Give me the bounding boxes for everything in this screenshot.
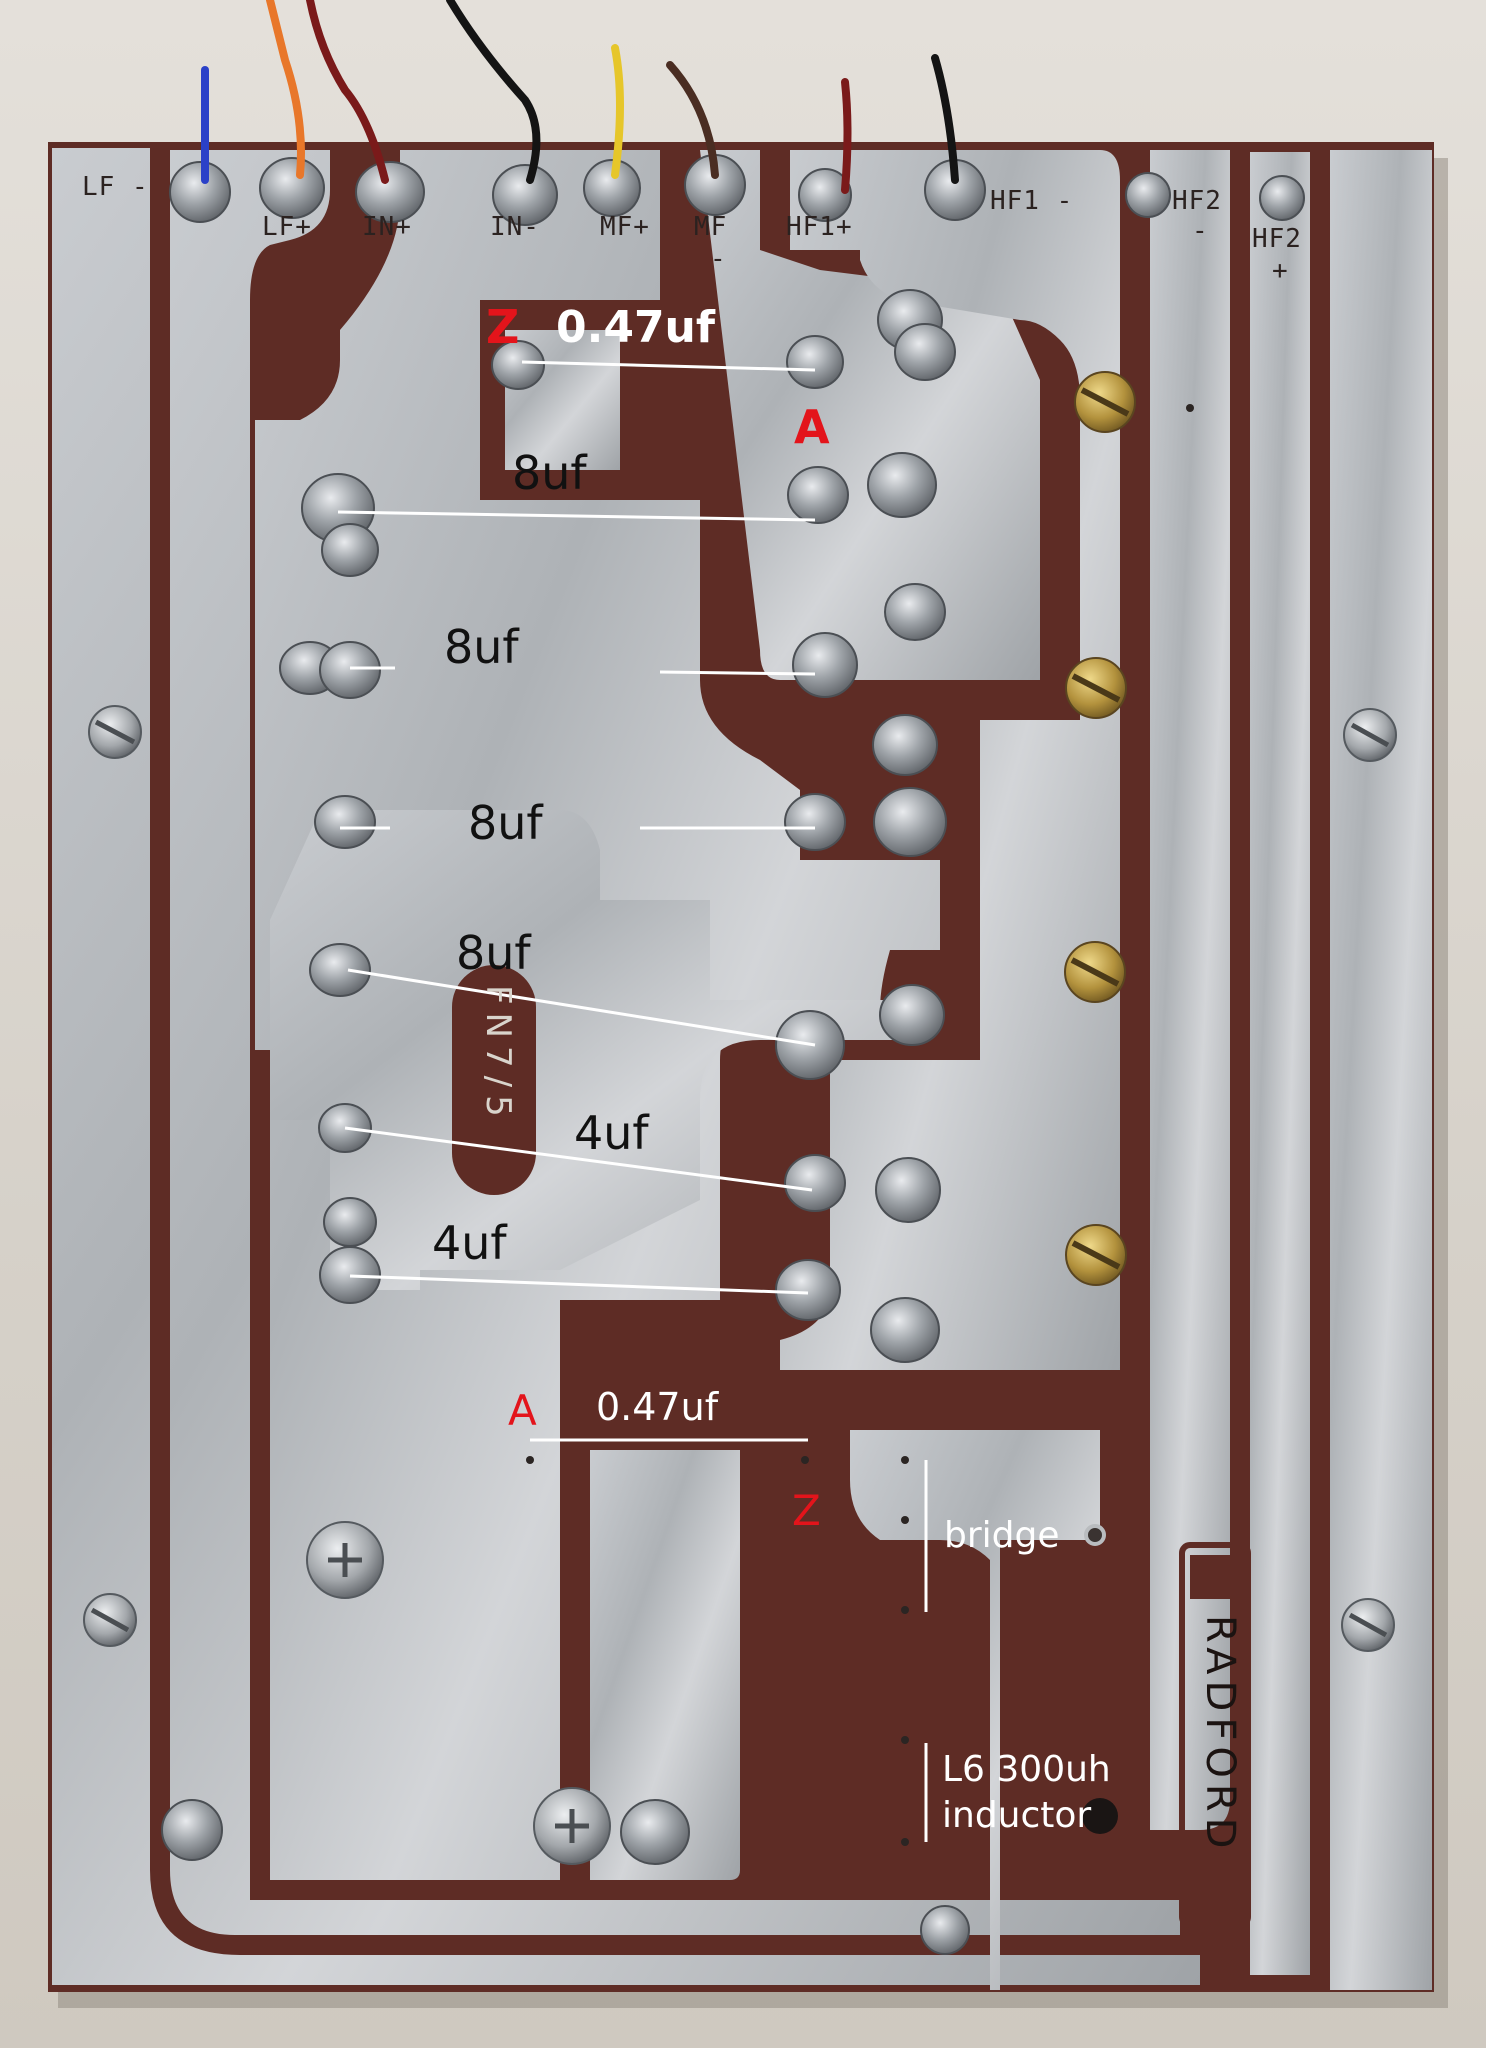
marker-z-top: Z (486, 300, 520, 354)
wire-red-2 (841, 78, 852, 194)
label-hf2-plus: HF2 (1252, 224, 1302, 254)
foil-right-column (780, 150, 1120, 1370)
line-8uf-2b (659, 670, 816, 676)
line-8uf-1 (337, 510, 816, 522)
wire-orange (266, 0, 305, 179)
label-part-number: FN7/5 (478, 985, 518, 1125)
label-hf2-minus: HF2 (1172, 186, 1222, 216)
label-hf1-minus: HF1 - (990, 186, 1074, 216)
marker-a-top: A (794, 400, 830, 454)
part-number-oval (452, 965, 536, 1195)
marker-z-bottom: Z (792, 1486, 821, 1535)
label-mf-plus: MF+ (600, 212, 650, 242)
label-in-plus: IN+ (362, 212, 412, 242)
wire-brown (666, 61, 719, 179)
label-bottom-047uf: 0.47uf (596, 1385, 719, 1429)
label-cap-8uf-2: 8uf (444, 620, 519, 674)
wire-yellow (611, 44, 624, 179)
copper-foil-areas (52, 148, 1432, 1990)
label-radford: RADFORD (1197, 1615, 1243, 1855)
label-cap-4uf-2: 4uf (432, 1216, 507, 1270)
label-hf1-plus: HF1+ (786, 212, 853, 242)
foil-pocket-mid (270, 810, 900, 1290)
label-hf2-minus-sign: - (1192, 216, 1209, 246)
wire-black-1 (446, 0, 541, 184)
brass-screws (1064, 371, 1136, 1286)
pcb-holes (526, 404, 1194, 1846)
line-4uf-2 (349, 1274, 809, 1295)
label-lf-plus: LF+ (262, 212, 312, 242)
label-inductor-line2: inductor (942, 1795, 1092, 1836)
foil-lower-center (590, 1450, 740, 1880)
foil-bridge-area (850, 1430, 1100, 1990)
label-bridge: bridge (944, 1515, 1060, 1556)
line-top-047 (521, 360, 816, 372)
label-cap-8uf-1: 8uf (512, 446, 587, 500)
line-4uf-1 (344, 1126, 813, 1192)
radford-logo-badge (1190, 1555, 1240, 1599)
line-8uf-4 (347, 968, 816, 1047)
annotation-lines (337, 360, 928, 1842)
wire-black-2 (931, 54, 959, 184)
label-hf2-plus-sign: + (1272, 256, 1289, 286)
label-mf-minus: MF (694, 212, 728, 242)
marker-a-bottom: A (508, 1386, 537, 1435)
wires (201, 0, 959, 194)
foil-hf2-strip (1150, 150, 1230, 1830)
label-cap-8uf-4: 8uf (456, 926, 531, 980)
label-cap-4uf-1: 4uf (574, 1106, 649, 1160)
foil-mid-column (700, 150, 1040, 680)
brass-screw-slots (1070, 387, 1130, 1270)
label-top-047uf: 0.47uf (556, 302, 716, 353)
label-mf-minus-sign: - (710, 244, 727, 274)
label-lf-minus: LF - (82, 172, 149, 202)
foil-hf2-plus-strip (1250, 152, 1310, 1975)
foil-right-edge (1330, 150, 1432, 1990)
radford-logo-box (1179, 1542, 1251, 1928)
solder-joints (161, 154, 1305, 1955)
label-inductor-line1: L6 300uh (942, 1749, 1111, 1790)
label-in-minus: IN- (490, 212, 540, 242)
mounting-screw-slots (90, 719, 1390, 1843)
label-cap-8uf-3: 8uf (468, 796, 543, 850)
wire-red-1 (306, 0, 389, 184)
